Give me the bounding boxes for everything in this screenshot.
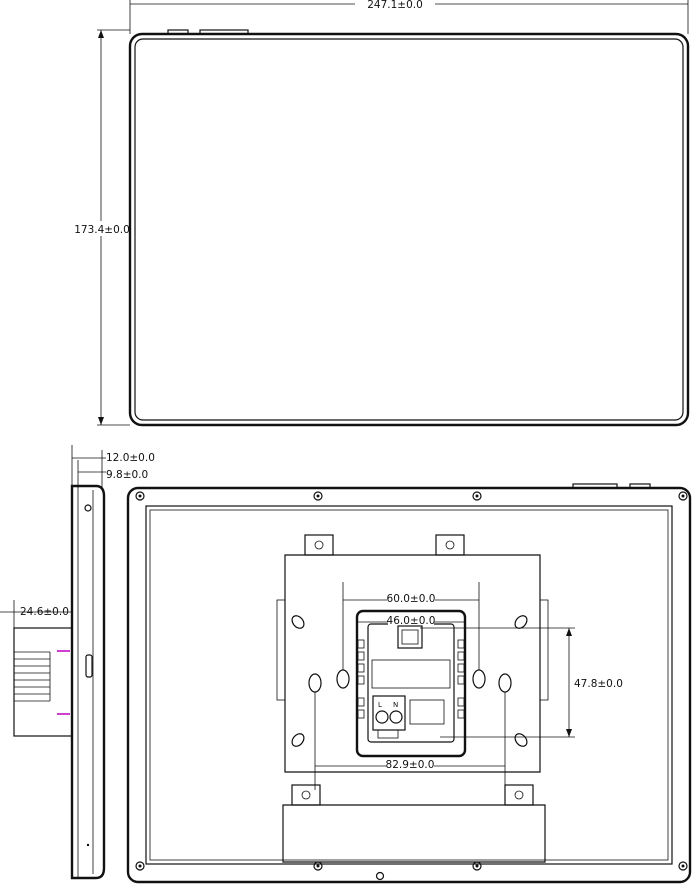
plate-tab-top-left: [304, 534, 334, 556]
depth-total-label: 12.0±0.0: [106, 452, 155, 464]
plate-slots: [291, 615, 528, 747]
box-side-vents: [357, 639, 465, 719]
hole-spacing-wide-label: 60.0±0.0: [387, 593, 436, 605]
front-view: 247.1±0.0 173.4±0.0: [74, 0, 690, 427]
back-box-fins: [14, 651, 51, 702]
front-bezel-outer: [128, 32, 690, 427]
label-area: [371, 659, 451, 689]
terminal-l-label: L: [378, 701, 382, 709]
width-dimension-label: 247.1±0.0: [367, 0, 423, 11]
terminal-n: [389, 710, 403, 724]
back-box-depth-label: 24.6±0.0: [20, 606, 69, 618]
mounting-plate: [284, 554, 541, 773]
side-view: 12.0±0.0 9.8±0.0 24.6±0.0: [0, 445, 155, 880]
depth-panel-label: 9.8±0.0: [106, 469, 148, 481]
side-screw: [84, 504, 92, 512]
side-panel-profile: [70, 484, 106, 880]
rating-label: [409, 699, 445, 725]
plate-tab-top-right: [435, 534, 465, 556]
rear-view: L N 60.0±0.0 46.0±0.0 47.8±0.0 82.9±0.0: [126, 483, 692, 884]
vertical-spacing-label: 47.8±0.0: [574, 678, 623, 690]
rear-frame-inner: [145, 505, 673, 865]
box-width-label: 46.0±0.0: [387, 615, 436, 627]
terminal-n-label: N: [393, 701, 398, 709]
slot-spacing-label: 82.9±0.0: [386, 759, 435, 771]
height-dimension-label: 173.4±0.0: [74, 224, 130, 236]
bracket-tab-right: [504, 784, 534, 806]
rear-frame-outer: [126, 486, 692, 884]
back-box: [13, 627, 73, 737]
connector-top: [397, 625, 423, 649]
bracket-tab-left: [291, 784, 321, 806]
lower-bracket: [282, 804, 546, 863]
terminal-l: [375, 710, 389, 724]
electrical-box: [355, 609, 467, 758]
front-screen-area: [134, 38, 684, 421]
side-port: [85, 654, 93, 678]
